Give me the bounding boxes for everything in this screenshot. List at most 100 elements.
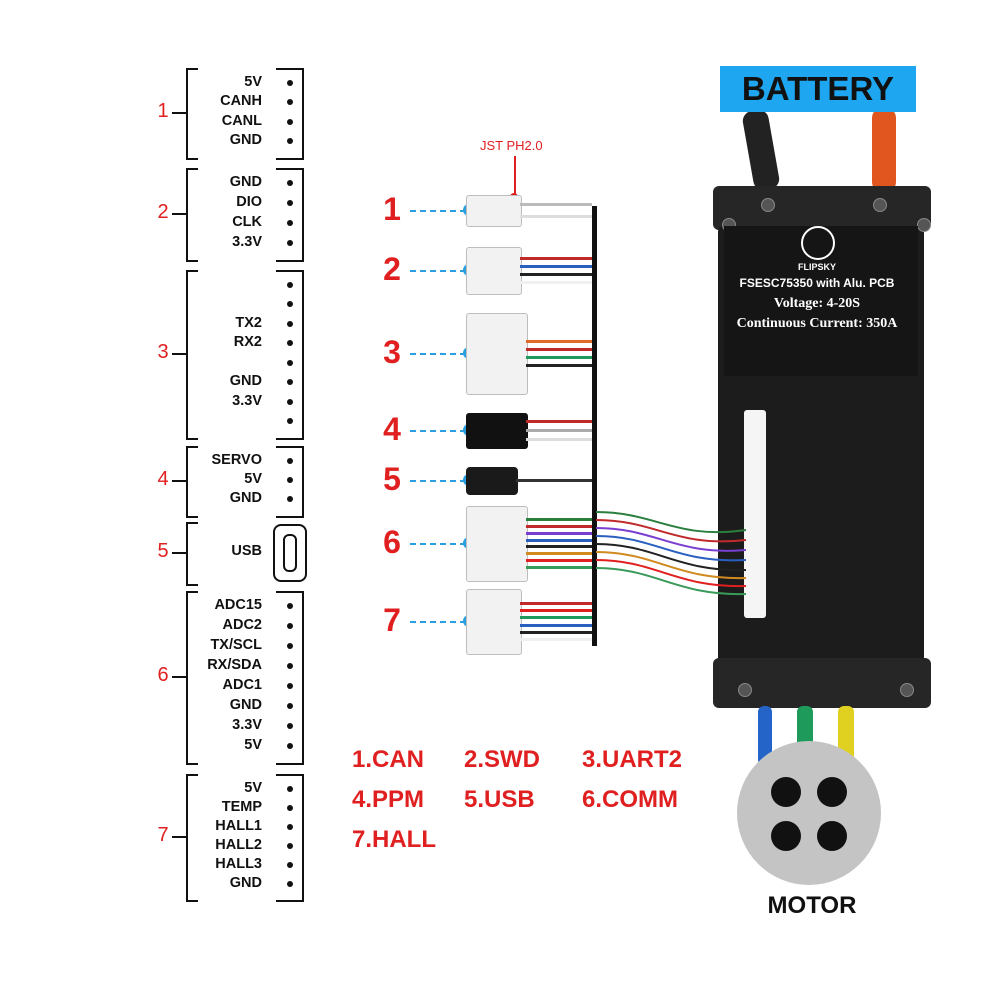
pin-label: 3.3V <box>232 234 262 250</box>
group-number: 2 <box>157 201 169 223</box>
esc-brand: FLIPSKY <box>797 262 836 272</box>
group-bracket <box>186 270 198 440</box>
wire <box>526 340 592 343</box>
pin-label: ADC2 <box>222 617 262 633</box>
pin-dot <box>287 861 293 868</box>
group-tick <box>172 353 186 355</box>
pin-dot <box>287 118 293 125</box>
wire <box>526 552 592 556</box>
wire <box>520 609 592 613</box>
pin-dot <box>287 723 293 729</box>
wire <box>520 257 592 260</box>
motor-cable-blue <box>758 706 772 766</box>
pin-dot <box>287 240 293 246</box>
pin-label: DIO <box>236 194 262 210</box>
pin-dot <box>287 301 293 308</box>
pin-label: HALL1 <box>215 817 262 834</box>
connector-plug <box>466 313 528 395</box>
screw <box>900 683 914 697</box>
pin-dot <box>287 79 293 86</box>
wire <box>520 215 592 218</box>
esc-current: Continuous Current: 350A <box>736 316 898 331</box>
wire <box>516 479 592 482</box>
pointer-dash <box>410 621 466 623</box>
pin-label: 5V <box>244 471 262 487</box>
connector-plug <box>466 589 522 655</box>
wire <box>526 438 592 441</box>
pin-dot <box>287 281 293 288</box>
pin-label: CANL <box>221 112 262 129</box>
pin-dot <box>287 743 293 749</box>
wire <box>526 518 592 521</box>
usb-plug <box>466 467 518 495</box>
pin-label: TX2 <box>235 314 262 331</box>
motor-label: MOTOR <box>767 892 857 919</box>
connector-outline <box>276 774 304 902</box>
group-bracket <box>186 168 198 262</box>
pin-dot <box>287 804 293 811</box>
pin-dot <box>287 823 293 830</box>
motor-dot <box>817 821 847 851</box>
connector-number: 2 <box>383 251 401 287</box>
wire <box>526 356 592 359</box>
pin-label: RX2 <box>233 334 262 351</box>
legend-item: 6.COMM <box>582 786 678 813</box>
legend-item: 3.UART2 <box>582 746 683 773</box>
pin-label: GND <box>229 132 262 149</box>
group-number: 1 <box>157 100 169 122</box>
legend-item: 2.SWD <box>464 746 541 773</box>
wire-bundle <box>596 511 747 596</box>
pointer-dash <box>410 270 466 272</box>
group-number: 3 <box>157 341 169 363</box>
pin-label: CANH <box>220 93 262 110</box>
jst-pointer-line <box>514 156 516 196</box>
connector-outline <box>276 270 304 440</box>
pin-label: 3.3V <box>232 717 262 733</box>
pin-dot <box>287 643 293 649</box>
connector-number: 7 <box>383 602 401 638</box>
wire <box>520 630 592 634</box>
connector-outline <box>276 591 304 765</box>
pin-dot <box>287 880 293 887</box>
group-tick <box>172 552 186 554</box>
pointer-dash <box>410 430 466 432</box>
group-bracket <box>186 68 198 160</box>
wire <box>520 602 592 605</box>
pin-dot <box>287 340 293 347</box>
connector-number: 6 <box>383 524 401 560</box>
group-bracket <box>186 591 198 765</box>
esc-model: FSESC75350 with Alu. PCB <box>739 276 895 290</box>
pin-label: HALL3 <box>215 855 262 872</box>
pin-dot <box>287 379 293 386</box>
wire <box>520 265 592 268</box>
pin-dot <box>287 703 293 709</box>
battery-cable-black <box>741 108 781 192</box>
connector-number: 1 <box>383 191 401 227</box>
connector-plug <box>466 247 522 295</box>
legend-item: 5.USB <box>464 786 535 813</box>
pin-dot <box>287 320 293 327</box>
wire <box>526 545 592 549</box>
pin-dot <box>287 418 293 425</box>
motor-dot <box>771 821 801 851</box>
wire <box>526 524 592 528</box>
pin-dot <box>287 200 293 206</box>
wire <box>520 281 592 284</box>
pin-label: TEMP <box>221 798 262 815</box>
pin-dot <box>287 842 293 849</box>
wire <box>526 559 592 563</box>
connector-number: 3 <box>383 334 401 370</box>
screw <box>917 218 931 232</box>
connector-outline <box>276 68 304 160</box>
pin-label: GND <box>229 874 262 891</box>
cable-bus-bar <box>592 206 597 646</box>
connector-plug <box>466 413 528 449</box>
pin-label: 5V <box>244 779 262 796</box>
wire <box>520 638 592 641</box>
wire <box>526 420 592 423</box>
group-tick <box>172 480 186 482</box>
flipsky-logo-icon <box>801 226 835 260</box>
motor-circle <box>737 741 881 885</box>
pin-label: USB <box>231 543 262 559</box>
wire <box>520 623 592 627</box>
